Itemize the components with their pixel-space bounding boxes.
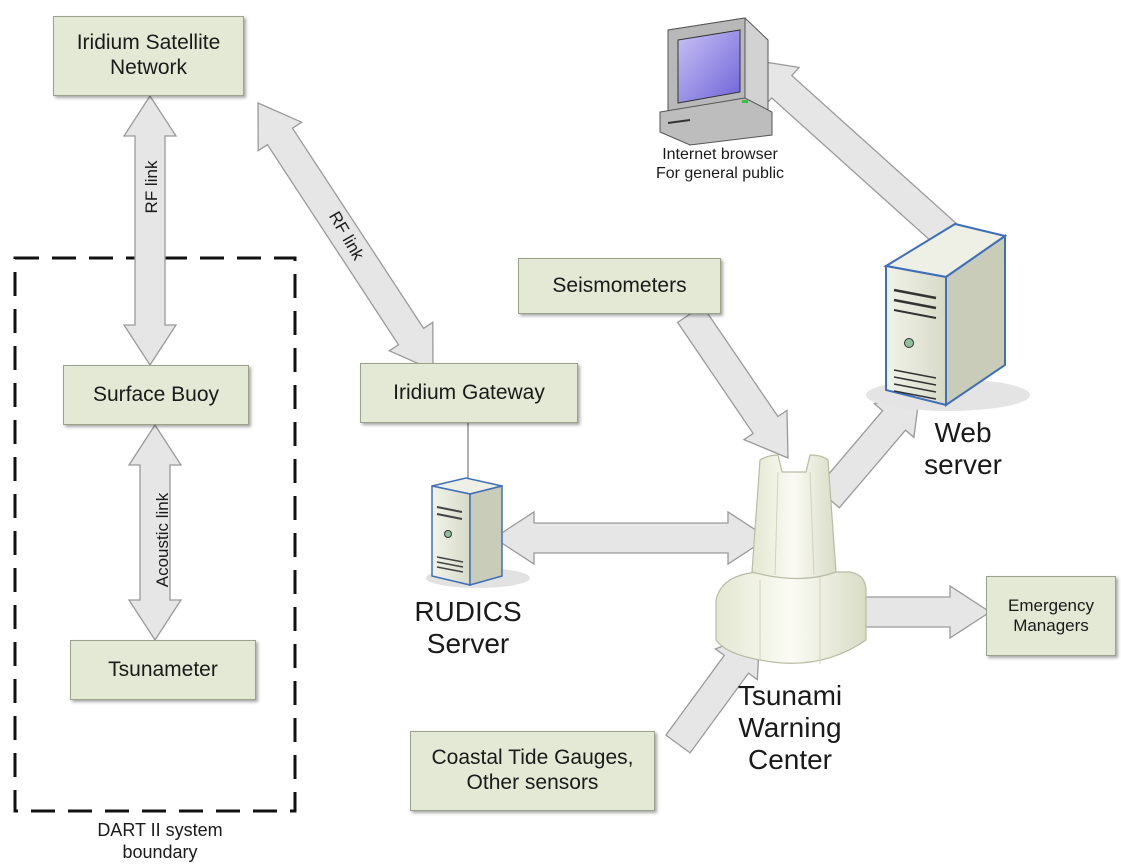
web-server-arrow (815, 389, 921, 509)
web-server-icon (866, 222, 1030, 411)
rudics-server-icon (426, 477, 530, 588)
dart-boundary-label: DART II system boundary (97, 820, 223, 862)
iridium-satellite-network-box: Iridium Satellite Network (53, 16, 244, 96)
tsunami-center-icon (715, 454, 867, 664)
web-server-label: Web server (924, 417, 1002, 481)
iridium-gateway-box: Iridium Gateway (360, 363, 578, 423)
tsunameter-box: Tsunameter (70, 640, 256, 700)
computer-icon (659, 17, 773, 146)
acoustic-link-label: Acoustic link (153, 492, 172, 588)
seismometers-arrow (676, 304, 789, 459)
coastal-tide-gauges-box: Coastal Tide Gauges, Other sensors (410, 731, 655, 811)
rf-link-vertical-label: RF link (142, 160, 161, 214)
rudics-server-label: RUDICS Server (414, 596, 522, 660)
emergency-arrow (861, 584, 992, 640)
dart-boundary-rect (13, 256, 297, 813)
rudics-center-arrow (492, 510, 770, 566)
tsunami-warning-center-label: Tsunami Warning Center (737, 680, 843, 776)
emergency-managers-box: Emergency Managers (986, 576, 1116, 656)
rf-link-vertical-arrow (122, 94, 178, 367)
surface-buoy-box: Surface Buoy (63, 365, 249, 425)
internet-browser-label: Internet browser For general public (655, 146, 785, 183)
browser-arrow (751, 59, 961, 251)
seismometers-box: Seismometers (518, 258, 721, 314)
